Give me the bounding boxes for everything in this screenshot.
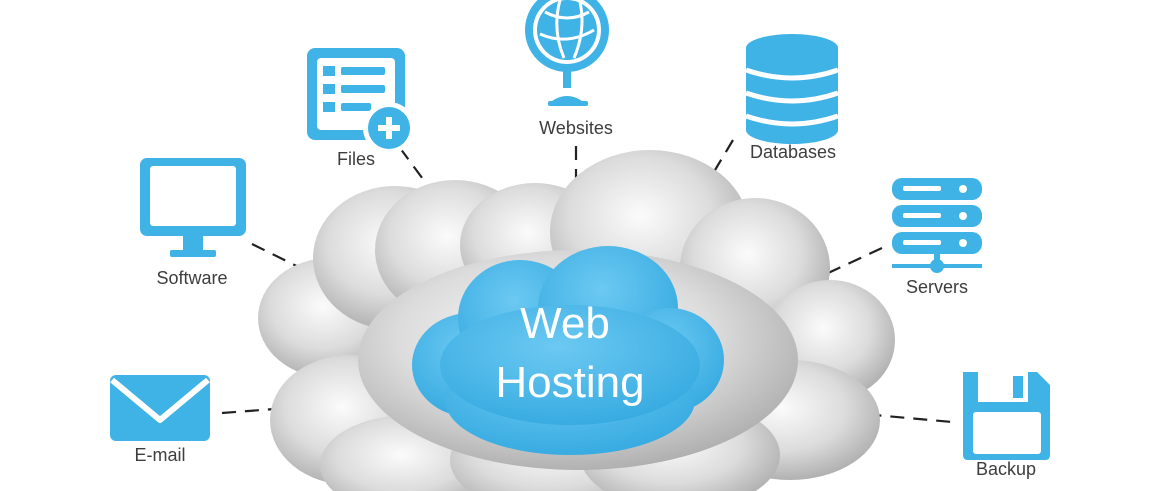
websites-label: Websites (539, 118, 613, 138)
center-title-line1: Web (520, 299, 610, 348)
globe-icon (525, 0, 609, 106)
node-files: Files (307, 48, 415, 169)
node-backup: Backup (963, 372, 1050, 479)
files-label: Files (337, 149, 375, 169)
servers-label: Servers (906, 277, 968, 297)
file-list-add-icon (307, 48, 415, 154)
backup-label: Backup (976, 459, 1036, 479)
monitor-icon (140, 158, 246, 257)
node-servers: Servers (892, 178, 982, 297)
floppy-disk-icon (963, 372, 1050, 460)
connector-backup (729, 400, 953, 424)
node-websites: Websites (525, 0, 613, 138)
center-cloud: Web Hosting (412, 246, 724, 455)
envelope-icon (110, 375, 210, 441)
email-label: E-mail (134, 445, 185, 465)
node-software: Software (140, 158, 246, 288)
node-email: E-mail (110, 375, 210, 465)
database-icon (745, 34, 839, 144)
node-databases: Databases (745, 34, 839, 162)
center-title-line2: Hosting (495, 358, 644, 407)
software-label: Software (156, 268, 227, 288)
databases-label: Databases (750, 142, 836, 162)
server-rack-icon (892, 178, 982, 273)
